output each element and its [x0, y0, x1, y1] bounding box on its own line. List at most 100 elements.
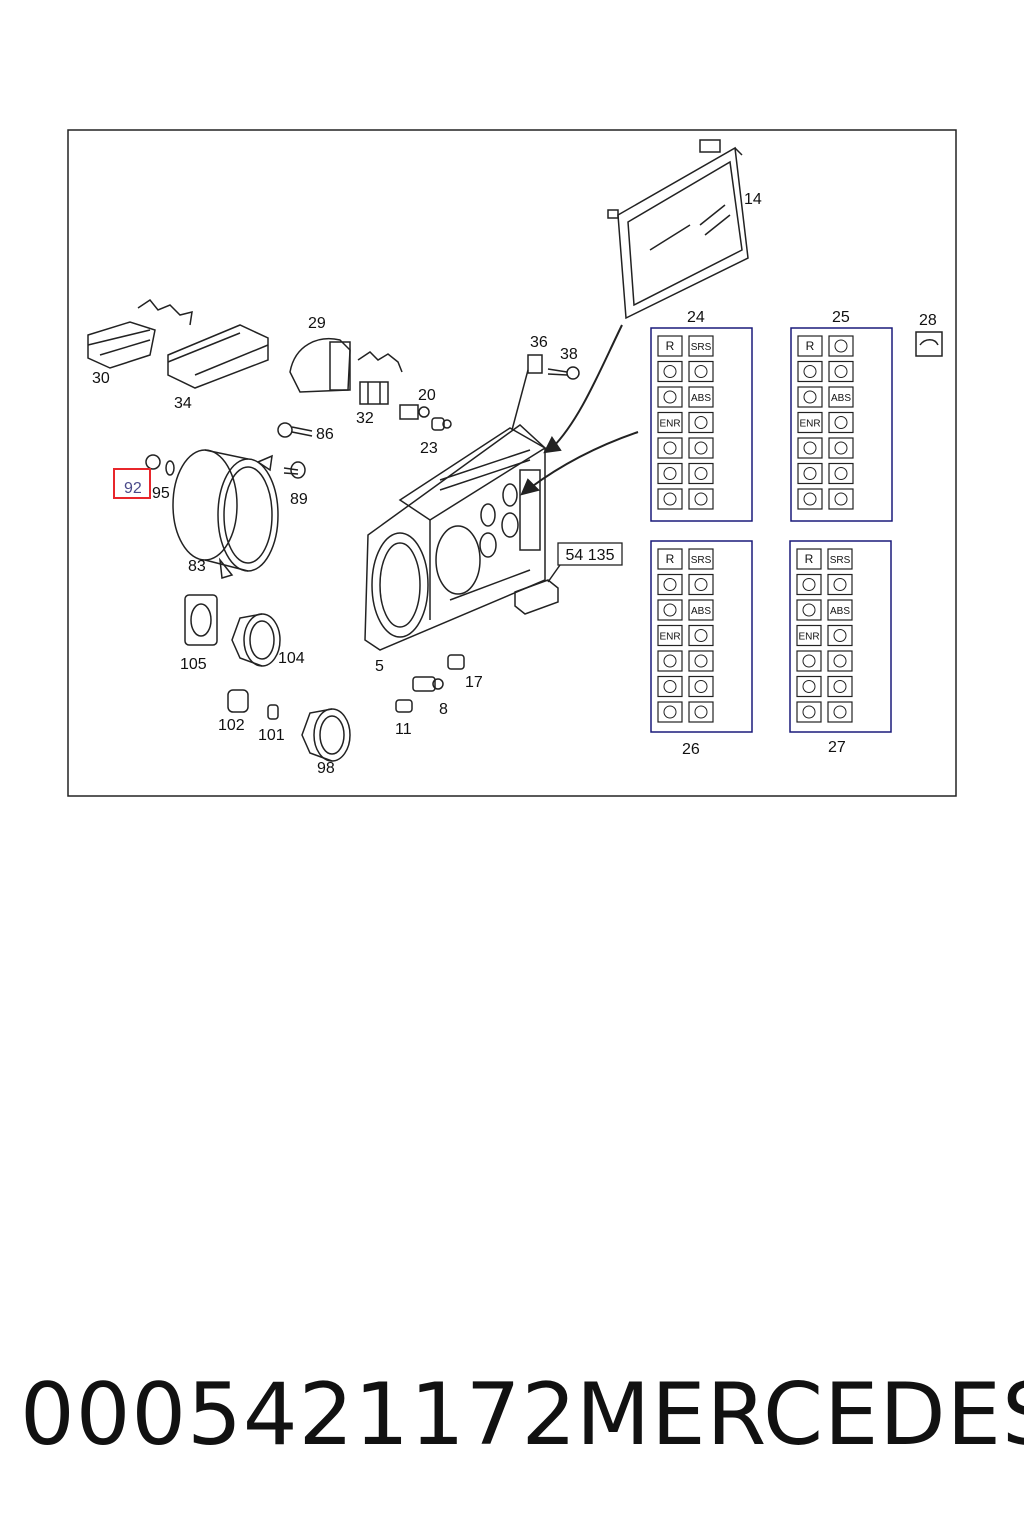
callout-34: 34 [174, 395, 192, 412]
warning-symbol-icon [663, 705, 677, 719]
indicator-cell [797, 360, 823, 383]
indicator-cell [796, 624, 822, 647]
indicator-label: SRS [691, 555, 712, 566]
callout-17: 17 [465, 674, 483, 691]
callout-14: 14 [744, 191, 762, 208]
indicator-cell [827, 675, 853, 698]
indicator-cell [657, 701, 683, 723]
warning-symbol-icon [663, 578, 677, 591]
callout-25: 25 [832, 309, 850, 326]
callout-labels: 14 24 25 26 27 28 29 30 34 32 20 23 36 3… [92, 191, 937, 777]
footer: 0005421172 MERCEDES [0, 1365, 1024, 1475]
callout-38: 38 [560, 346, 578, 363]
callout-102: 102 [218, 717, 245, 734]
callout-95: 95 [152, 485, 170, 502]
indicator-cell [797, 411, 823, 434]
warning-symbol-icon [694, 705, 708, 719]
indicator-cell [827, 650, 853, 672]
indicator-label: R [666, 339, 675, 353]
warning-symbol-icon [834, 441, 848, 455]
callout-29: 29 [308, 315, 326, 332]
warning-symbol-icon [663, 680, 677, 693]
indicator-cell [797, 488, 823, 510]
indicator-cell [828, 386, 854, 408]
indicator-cell [657, 462, 683, 485]
part-86-screw [277, 422, 313, 438]
ref-label-box [557, 542, 623, 566]
indicator-label: SRS [691, 342, 712, 353]
indicator-label: ENR [799, 419, 820, 430]
indicator-cell [796, 573, 822, 596]
callout-30: 30 [92, 370, 110, 387]
warning-symbol-icon [803, 492, 817, 506]
callout-104: 104 [278, 650, 305, 667]
indicator-cell [828, 488, 854, 510]
indicator-cell [657, 360, 683, 383]
part-102-socket [227, 689, 249, 713]
indicator-cell [797, 386, 823, 408]
diagram-frame [67, 129, 957, 797]
warning-symbol-icon [834, 365, 848, 378]
indicator-cell [688, 599, 714, 621]
warning-symbol-icon [663, 365, 677, 378]
callout-11: 11 [395, 721, 412, 738]
warning-symbol-icon [802, 705, 816, 719]
warning-symbol-icon [833, 680, 847, 693]
callout-92: 92 [124, 480, 142, 497]
indicator-label: ENR [659, 419, 680, 430]
warning-symbol-icon [663, 467, 677, 480]
part-34-connector [167, 324, 269, 389]
part-36-clip [511, 354, 543, 431]
part-28-symbol [915, 331, 943, 357]
assembly-arrows [520, 324, 639, 496]
part-101-bulb [267, 704, 279, 720]
indicator-cell [796, 548, 822, 570]
warning-symbol-icon [694, 629, 708, 642]
callout-28: 28 [919, 312, 937, 329]
part-11-bulb [395, 699, 413, 713]
indicator-cell [796, 650, 822, 672]
part-83-bezel [145, 449, 279, 579]
indicator-cell [657, 650, 683, 672]
indicator-cell [827, 599, 853, 621]
callout-8: 8 [439, 701, 448, 718]
warning-symbol-icon [694, 654, 708, 668]
indicator-cell [688, 488, 714, 510]
indicator-label: ABS [830, 606, 850, 617]
indicator-cell [827, 701, 853, 723]
warning-symbol-icon [833, 705, 847, 719]
indicator-label: ABS [691, 393, 711, 404]
warning-symbol-icon [834, 467, 848, 480]
callout-24: 24 [687, 309, 705, 326]
warning-symbol-icon [694, 680, 708, 693]
indicator-cell [657, 386, 683, 408]
callout-23: 23 [420, 440, 438, 457]
indicator-cell [796, 599, 822, 621]
indicator-cell [828, 360, 854, 383]
indicator-cell [827, 573, 853, 596]
indicator-cell [657, 488, 683, 510]
warning-symbol-icon [663, 441, 677, 455]
indicator-label: ENR [659, 632, 680, 643]
warning-symbol-icon [803, 441, 817, 455]
indicator-label: R [806, 339, 815, 353]
indicator-cell [688, 360, 714, 383]
indicator-cell [688, 335, 714, 357]
warning-symbol-icon [802, 680, 816, 693]
part-5-instrument-cluster [364, 424, 547, 651]
warning-symbol-icon [803, 390, 817, 404]
part-20-bulb-holder [399, 404, 430, 420]
indicator-cell [657, 335, 683, 357]
indicator-cell [827, 548, 853, 570]
indicator-cell [797, 437, 823, 459]
part-32-socket [359, 381, 389, 405]
ref-label: 54 135 [566, 547, 615, 564]
panel-24: R SRS ABS ENR [650, 327, 753, 522]
warning-symbol-icon [663, 492, 677, 506]
warning-symbol-icon [802, 603, 816, 617]
warning-symbol-icon [803, 467, 817, 480]
warning-symbol-icon [663, 390, 677, 404]
warning-symbol-icon [833, 578, 847, 591]
